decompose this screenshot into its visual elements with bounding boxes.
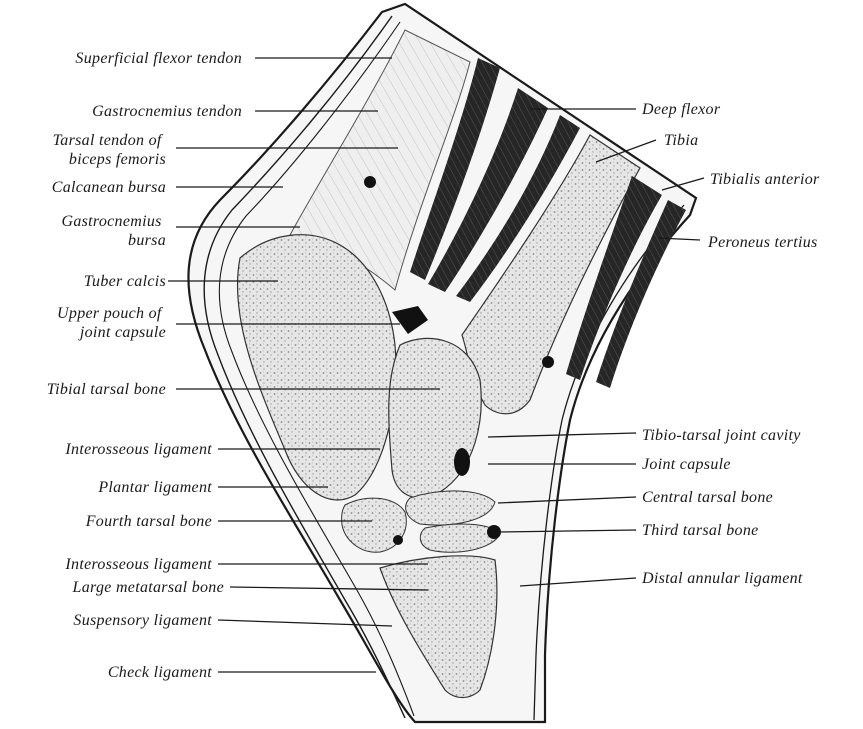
joint-pouch-dark: [392, 306, 428, 334]
deep-flexor-muscle: [410, 58, 500, 280]
leader-lines: [168, 57, 705, 673]
label-tibial-tarsal-bone: Tibial tarsal bone: [47, 381, 166, 398]
label-interosseous-ligament-upper: Interosseous ligament: [64, 441, 212, 458]
tibia-bone: [461, 134, 641, 415]
label-calcanean-bursa: Calcanean bursa: [52, 179, 166, 196]
third-tarsal-bone-shape: [419, 523, 501, 553]
tuber-calcis-bone: [236, 234, 397, 501]
label-third-tarsal-bone: Third tarsal bone: [642, 522, 759, 539]
label-fourth-tarsal-bone: Fourth tarsal bone: [85, 513, 212, 530]
label-tibialis-anterior: Tibialis anterior: [710, 171, 820, 188]
label-superficial-flexor-tendon: Superficial flexor tendon: [75, 50, 242, 67]
right-labels: Deep flexor Tibia Tibialis anterior Pero…: [641, 101, 820, 587]
label-distal-annular-ligament: Distal annular ligament: [641, 570, 803, 587]
central-tarsal-bone-shape: [405, 490, 496, 526]
label-tibio-tarsal-joint-cavity: Tibio-tarsal joint cavity: [642, 427, 801, 444]
label-gastrocnemius-bursa: Gastrocnemius bursa: [61, 213, 166, 249]
label-tuber-calcis: Tuber calcis: [84, 273, 166, 290]
label-interosseous-ligament-lower: Interosseous ligament: [64, 556, 212, 573]
label-large-metatarsal-bone: Large metatarsal bone: [72, 579, 224, 596]
left-labels: Superficial flexor tendon Gastrocnemius …: [47, 50, 242, 681]
label-central-tarsal-bone: Central tarsal bone: [642, 489, 773, 506]
label-suspensory-ligament: Suspensory ligament: [73, 612, 212, 629]
label-upper-pouch-joint-capsule: Upper pouch of joint capsule: [57, 305, 166, 341]
label-tarsal-tendon-biceps-femoris: Tarsal tendon of biceps femoris: [53, 132, 166, 168]
tibialis-anterior-muscle: [566, 176, 662, 380]
peroneus-tertius-muscle: [596, 200, 686, 388]
label-check-ligament: Check ligament: [108, 664, 212, 681]
label-joint-capsule: Joint capsule: [642, 456, 731, 473]
label-gastrocnemius-tendon: Gastrocnemius tendon: [92, 103, 242, 120]
hock-section-illustration: [187, 2, 698, 724]
large-metatarsal-bone-shape: [379, 555, 498, 699]
label-tibia: Tibia: [664, 132, 698, 149]
fourth-tarsal-bone-shape: [341, 497, 407, 553]
label-plantar-ligament: Plantar ligament: [97, 479, 212, 496]
label-deep-flexor: Deep flexor: [641, 101, 721, 118]
label-peroneus-tertius: Peroneus tertius: [707, 234, 818, 251]
